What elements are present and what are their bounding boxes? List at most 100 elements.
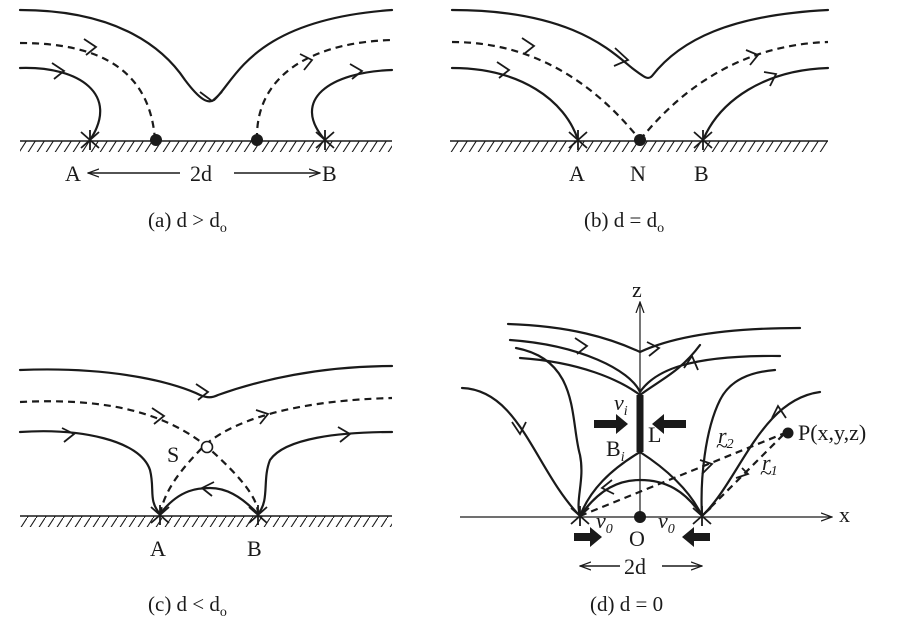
- label-b: B: [247, 536, 262, 561]
- arrow-head: [574, 337, 589, 355]
- axis-z-label: z: [632, 277, 642, 302]
- label-origin: O: [629, 526, 645, 551]
- separatrix-left: [19, 400, 260, 515]
- point-p: [782, 427, 794, 439]
- convergence-arrow-left: [574, 527, 602, 547]
- label-2d: 2d: [190, 161, 212, 186]
- label-r2-tilde: ~: [716, 433, 728, 458]
- panel-d: z x L r2 ~ r1: [460, 277, 866, 616]
- label-a: A: [150, 536, 166, 561]
- arrow-head: [61, 427, 76, 443]
- caption-d: (d) d = 0: [590, 592, 663, 616]
- caption-b: (b) d = do: [584, 208, 664, 236]
- label-a: A: [569, 161, 585, 186]
- photosphere-surface: [20, 141, 392, 152]
- separatrix-right: [158, 396, 393, 515]
- arrow-head: [83, 38, 98, 56]
- arrow-head: [337, 426, 352, 443]
- label-a: A: [65, 161, 81, 186]
- vector-r2: [579, 431, 786, 518]
- null-point-n: [634, 134, 646, 146]
- arrow-head: [683, 354, 699, 371]
- separatrix-left: [451, 40, 641, 141]
- field-line-sheet-lower-right: [638, 450, 704, 518]
- label-s: S: [167, 442, 179, 467]
- arrow-head: [349, 63, 364, 80]
- label-r1: r1: [762, 450, 778, 479]
- panel-b: A N B (b) d = do: [450, 8, 830, 236]
- arrow-head: [521, 37, 536, 55]
- arrow-head: [745, 49, 760, 66]
- arrow-head: [600, 479, 615, 495]
- field-line-to-sheet-right: [638, 343, 702, 397]
- label-v0-right: v0: [658, 508, 675, 537]
- label-b: B: [322, 161, 337, 186]
- field-line-inner-loop: [158, 486, 260, 516]
- label-bi: Bi: [606, 436, 625, 465]
- origin-point: [634, 511, 646, 523]
- arrow-head: [511, 421, 527, 436]
- arrow-head: [299, 53, 314, 71]
- source-star-a: [80, 130, 100, 150]
- panel-c: S A B (c) d < do: [18, 364, 394, 620]
- photosphere-surface: [450, 141, 828, 152]
- source-star-b: [248, 505, 268, 525]
- arrow-head: [646, 341, 661, 357]
- arrow-head: [496, 61, 511, 79]
- arrow-head: [771, 404, 787, 419]
- arrow-head: [735, 467, 750, 479]
- field-line-right-to-sheet: [700, 368, 777, 518]
- label-vi: vi: [614, 390, 628, 419]
- source-star-a: [570, 506, 590, 526]
- convergence-arrow-right: [682, 527, 710, 547]
- field-line-left-loop: [18, 66, 102, 142]
- field-line-left-to-sheet: [514, 346, 583, 518]
- source-star-b: [693, 130, 713, 150]
- arrow-head: [699, 459, 714, 475]
- inflow-arrow-left: [594, 414, 628, 434]
- panel-a: A B 2d (a) d > do: [18, 8, 394, 236]
- field-line-to-sheet-left: [518, 356, 642, 397]
- null-point: [150, 134, 162, 146]
- label-v0-left: v0: [596, 508, 613, 537]
- separatrix-right: [255, 38, 393, 141]
- source-star-a: [150, 505, 170, 525]
- arrow-head: [200, 481, 215, 497]
- axis-x-label: x: [839, 502, 850, 527]
- source-star-b: [692, 506, 712, 526]
- photosphere-surface: [20, 516, 392, 527]
- field-line-overlying: [18, 8, 394, 103]
- null-point: [251, 134, 263, 146]
- source-star-b: [315, 130, 335, 150]
- label-b: B: [694, 161, 709, 186]
- separatrix-right: [639, 40, 829, 141]
- field-line-overlying: [18, 364, 394, 399]
- arrow-head: [613, 47, 630, 67]
- source-star-a: [568, 130, 588, 150]
- field-line-right-loop: [311, 68, 394, 142]
- field-line-right-loop: [701, 66, 830, 142]
- field-line-upper: [508, 338, 782, 394]
- inflow-arrow-right: [652, 414, 686, 434]
- field-line-left-loop: [450, 66, 580, 142]
- separatrix-left: [19, 41, 157, 141]
- label-2d: 2d: [624, 554, 646, 579]
- field-line-right-loop: [256, 430, 394, 516]
- arrow-head: [199, 91, 223, 103]
- field-line-outer-left: [460, 386, 582, 518]
- field-line-left-loop: [18, 430, 162, 516]
- caption-a: (a) d > do: [148, 208, 227, 236]
- field-line-overlying: [450, 8, 830, 79]
- label-r1-tilde: ~: [760, 460, 772, 485]
- label-r2: r2: [718, 423, 734, 452]
- field-line-overlying: [506, 322, 802, 354]
- field-line-outer-right: [700, 390, 822, 518]
- field-line-sheet-lower-left: [578, 450, 642, 518]
- vector-r1: [701, 432, 786, 517]
- arrow-head: [763, 71, 778, 87]
- arrow-head: [255, 409, 270, 425]
- field-line-inner-loop: [578, 478, 704, 518]
- arrow-head: [195, 383, 210, 401]
- label-p: P(x,y,z): [798, 420, 866, 445]
